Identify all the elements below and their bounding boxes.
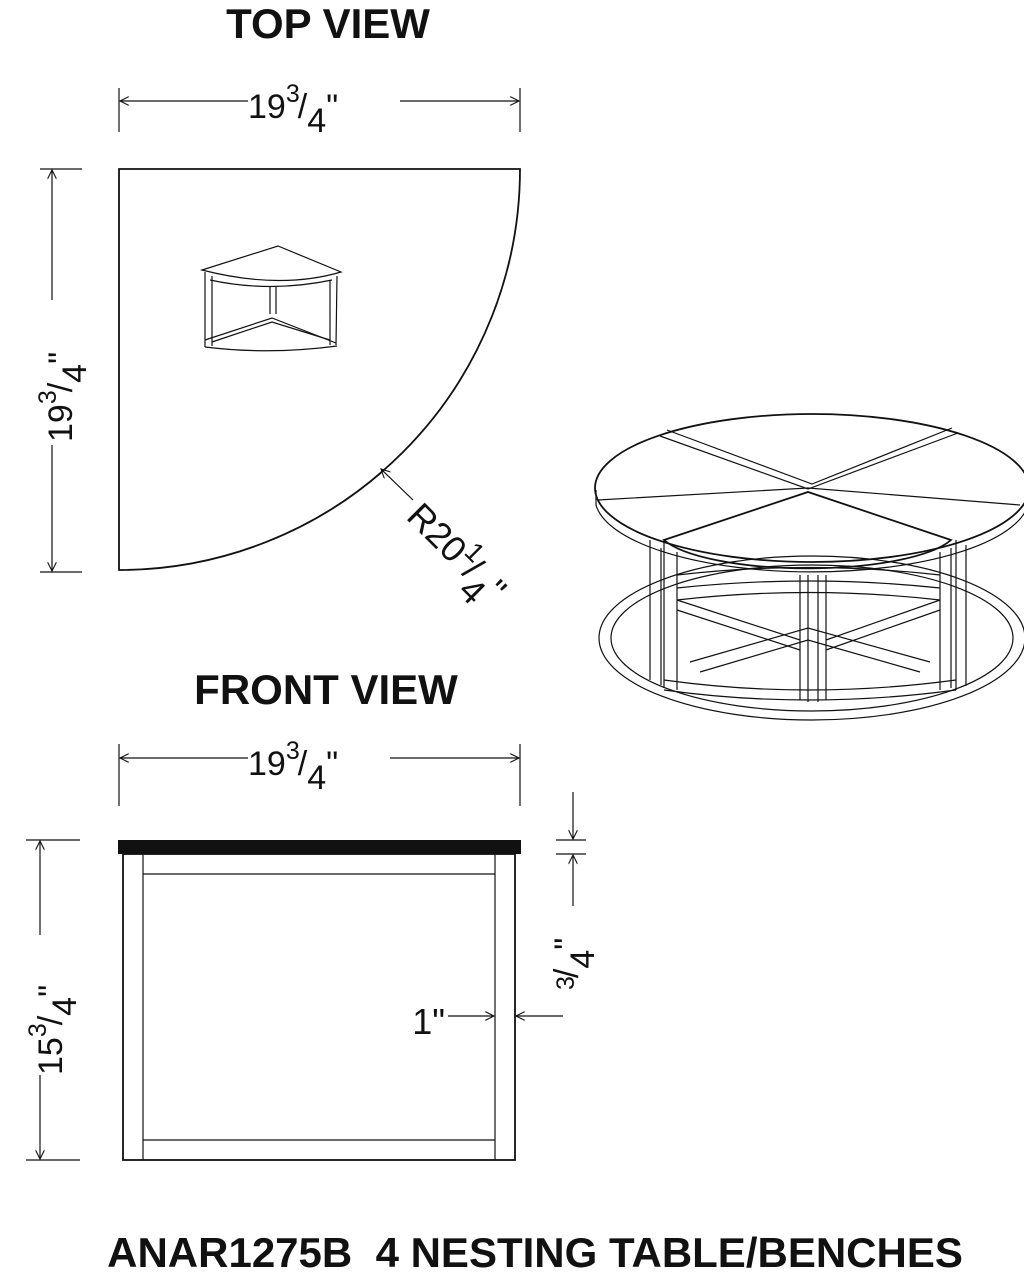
front-view-width-dimension: 193/4" — [118, 737, 521, 806]
front-view-leg-width-label: 1" — [412, 1001, 445, 1042]
front-view-top-thickness-label: 3/4" — [548, 938, 602, 990]
footer-title: ANAR1275B 4 NESTING TABLE/BENCHES — [107, 1229, 963, 1276]
quarter-top-outline — [118, 168, 521, 571]
bench-frame-outline — [122, 853, 516, 1161]
top-view-width-label: 193/4" — [248, 80, 338, 140]
top-view: TOP VIEW 193/4" 193/4" — [34, 0, 521, 621]
top-view-title: TOP VIEW — [226, 0, 430, 47]
front-view-leg-width-dimension: 1" — [412, 1001, 563, 1042]
top-view-depth-dimension: 193/4" — [34, 168, 94, 573]
top-view-radius-dimension: R201/4" — [381, 469, 519, 621]
assembled-table-illustration — [594, 413, 1024, 721]
front-view-width-label: 193/4" — [248, 737, 338, 797]
front-view: FRONT VIEW 193/4" 153/4" 3/4" — [24, 666, 602, 1161]
front-view-title: FRONT VIEW — [194, 666, 458, 713]
bench-frame-inner — [142, 854, 496, 1160]
front-view-height-label: 153/4" — [24, 985, 84, 1075]
top-view-depth-label: 193/4" — [34, 352, 94, 442]
front-view-top-thickness-dimension: 3/4" — [548, 792, 602, 990]
top-view-width-dimension: 193/4" — [118, 80, 521, 140]
front-view-height-dimension: 153/4" — [24, 839, 84, 1161]
bench-inset-thumbnail — [199, 245, 343, 352]
bench-top-slab — [118, 840, 521, 854]
top-view-radius-label: R201/4" — [388, 490, 519, 621]
